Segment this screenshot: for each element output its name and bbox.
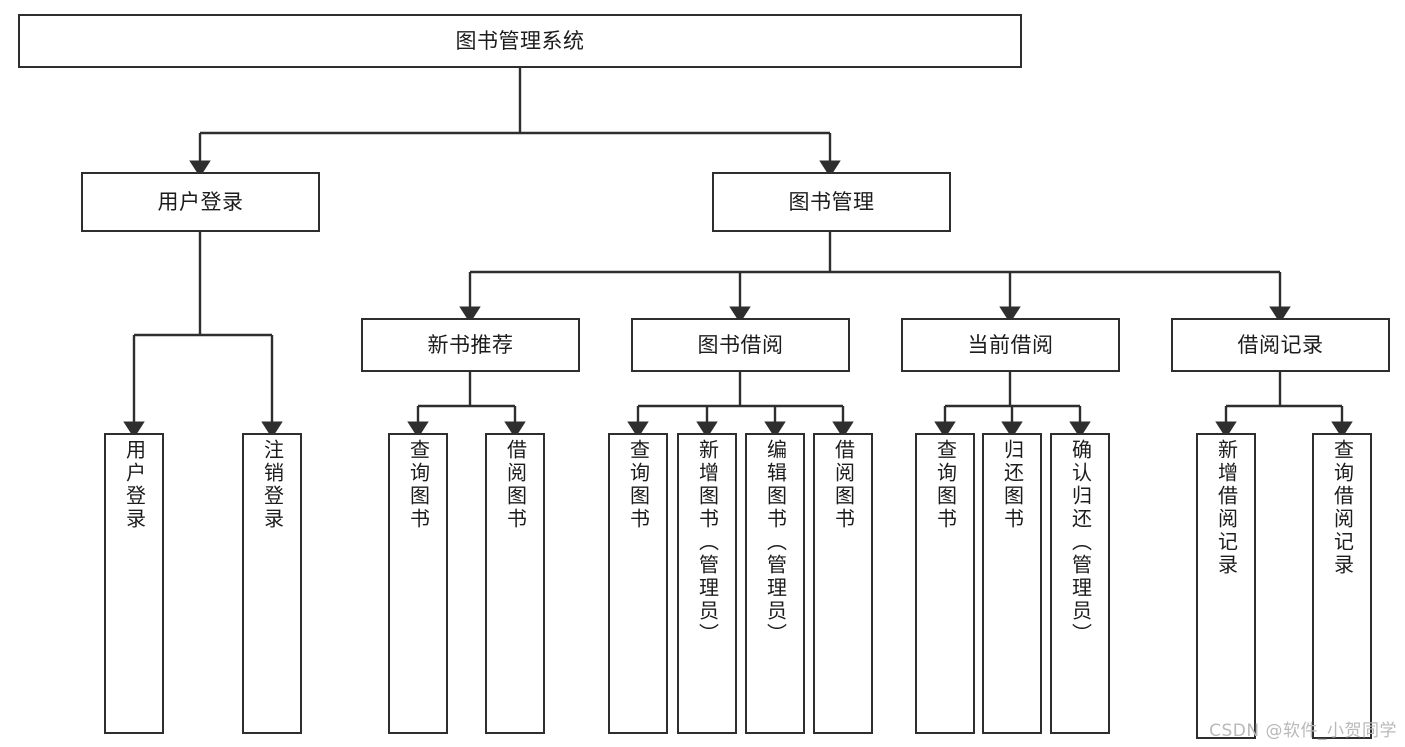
leaf-query-book-current-label: 查询图书 [933, 439, 958, 531]
leaf-query-book-borrow[interactable]: 查询图书 [608, 433, 668, 734]
leaf-query-book-newbook-label: 查询图书 [406, 439, 431, 531]
node-root[interactable]: 图书管理系统 [18, 14, 1022, 68]
leaf-edit-book-admin-label: 编辑图书（管理员） [763, 439, 788, 646]
leaf-lend-book[interactable]: 借阅图书 [813, 433, 873, 734]
leaf-logout[interactable]: 注销登录 [242, 433, 302, 734]
leaf-query-book-borrow-label: 查询图书 [626, 439, 651, 531]
leaf-add-book-admin[interactable]: 新增图书（管理员） [677, 433, 737, 734]
node-new-book-recommend-label: 新书推荐 [427, 332, 514, 357]
node-new-book-recommend[interactable]: 新书推荐 [361, 318, 580, 372]
leaf-query-book-current[interactable]: 查询图书 [915, 433, 975, 734]
node-book-borrow[interactable]: 图书借阅 [631, 318, 850, 372]
leaf-borrow-book-newbook[interactable]: 借阅图书 [485, 433, 545, 734]
node-current-borrow-label: 当前借阅 [967, 332, 1054, 357]
leaf-edit-book-admin[interactable]: 编辑图书（管理员） [745, 433, 805, 734]
leaf-logout-label: 注销登录 [260, 439, 285, 531]
leaf-return-book[interactable]: 归还图书 [982, 433, 1042, 734]
leaf-user-login-label: 用户登录 [122, 439, 147, 531]
leaf-confirm-return-admin[interactable]: 确认归还（管理员） [1050, 433, 1110, 734]
leaf-add-borrow-record[interactable]: 新增借阅记录 [1196, 433, 1256, 739]
leaf-add-borrow-record-label: 新增借阅记录 [1214, 439, 1239, 577]
node-book-management[interactable]: 图书管理 [712, 172, 951, 232]
node-user-login[interactable]: 用户登录 [81, 172, 320, 232]
leaf-query-book-newbook[interactable]: 查询图书 [388, 433, 448, 734]
node-root-label: 图书管理系统 [455, 28, 585, 53]
node-book-borrow-label: 图书借阅 [697, 332, 784, 357]
leaf-lend-book-label: 借阅图书 [831, 439, 856, 531]
csdn-watermark: CSDN @软件_小贺同学 [1209, 721, 1397, 741]
leaf-confirm-return-admin-label: 确认归还（管理员） [1068, 439, 1093, 646]
node-borrow-records-label: 借阅记录 [1237, 332, 1324, 357]
leaf-query-borrow-record[interactable]: 查询借阅记录 [1312, 433, 1372, 739]
leaf-user-login[interactable]: 用户登录 [104, 433, 164, 734]
leaf-add-book-admin-label: 新增图书（管理员） [695, 439, 720, 646]
leaf-borrow-book-newbook-label: 借阅图书 [503, 439, 528, 531]
leaf-return-book-label: 归还图书 [1000, 439, 1025, 531]
leaf-query-borrow-record-label: 查询借阅记录 [1330, 439, 1355, 577]
node-borrow-records[interactable]: 借阅记录 [1171, 318, 1390, 372]
node-user-login-label: 用户登录 [157, 189, 244, 214]
node-book-management-label: 图书管理 [788, 189, 875, 214]
node-current-borrow[interactable]: 当前借阅 [901, 318, 1120, 372]
